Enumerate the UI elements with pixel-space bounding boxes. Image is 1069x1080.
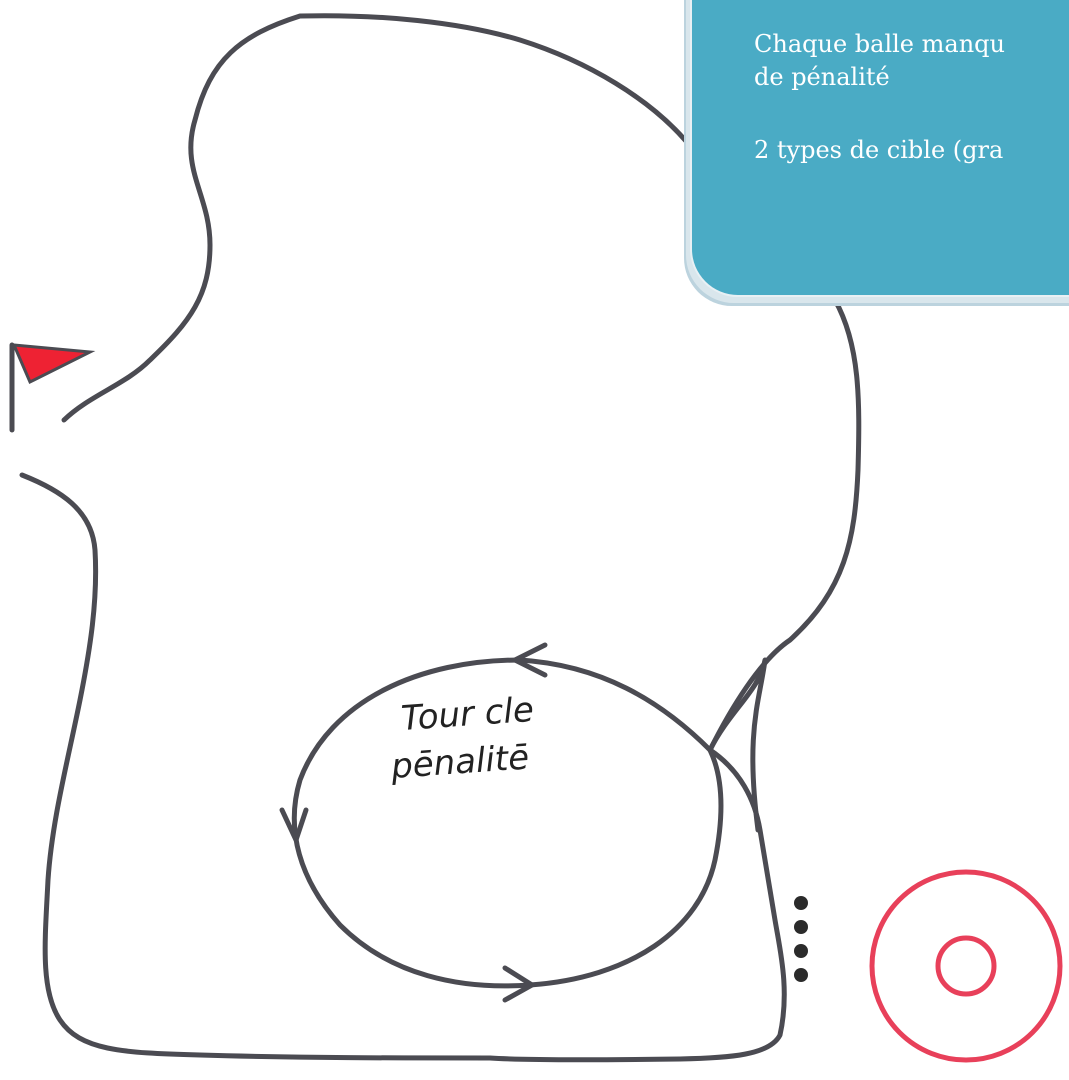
shot-dots [794, 896, 808, 982]
course-path [19, 13, 862, 1063]
shot-dot-icon [794, 944, 808, 958]
shot-dot-icon [794, 896, 808, 910]
callout-text-line3: 2 types de cible (gra [754, 136, 1004, 164]
course-split-path [707, 657, 768, 833]
loop-label-line2: pēnalitē [389, 737, 530, 787]
callout-text-line1: Chaque balle manqu [754, 30, 1005, 58]
shot-dot-icon [794, 968, 808, 982]
loop-label-line1: Tour cle [400, 690, 535, 739]
target-icon [869, 869, 1063, 1063]
flag-icon [9, 342, 96, 433]
shot-dot-icon [794, 920, 808, 934]
callout-text-line2: de pénalité [754, 63, 890, 91]
direction-arrow-icon [279, 807, 309, 843]
callout-box: Chaque balle manqu de pénalité 2 types d… [690, 0, 1069, 297]
direction-arrow-icon [502, 965, 535, 1003]
direction-arrow-icon [512, 642, 548, 678]
